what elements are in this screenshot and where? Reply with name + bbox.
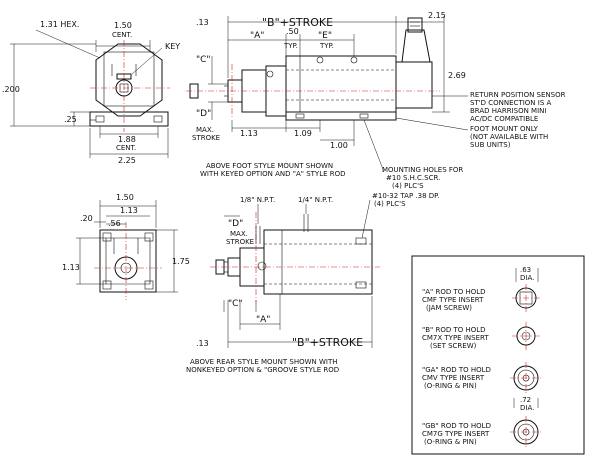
dim-dia2: DIA. <box>520 404 534 412</box>
dim-hex: 1.31 HEX. <box>40 20 79 29</box>
dim-269: 2.69 <box>448 71 466 80</box>
dim-typ2: TYP. <box>319 42 334 50</box>
rod-ga-3: (O-RING & PIN) <box>424 382 477 390</box>
dim-bstroke: STROKE <box>226 238 254 246</box>
top-side-view <box>186 17 440 121</box>
dim-050: .50 <box>286 27 299 36</box>
rod-gb-3: (O-RING & PIN) <box>424 438 477 446</box>
dim-dia1: DIA. <box>520 274 534 282</box>
bottom-end-view <box>94 222 162 300</box>
dim-b150: 1.50 <box>116 193 134 202</box>
note-foot-1: FOOT MOUNT ONLY <box>470 125 539 133</box>
dim-ba: "A" <box>256 315 270 325</box>
dim-150: 1.50 <box>114 21 132 30</box>
dim-max: MAX. <box>196 126 214 134</box>
note-npt14: 1/4" N.P.T. <box>298 196 333 204</box>
rod-b-2: CM7X TYPE INSERT <box>422 334 489 342</box>
label-key: KEY <box>165 42 180 51</box>
dim-d: "D" <box>196 109 211 119</box>
dim-063: .63 <box>520 266 531 274</box>
dim-100: 1.00 <box>330 141 348 150</box>
dim-b113: 1.13 <box>120 206 138 215</box>
note-holes-1: MOUNTING HOLES FOR <box>382 166 463 174</box>
rod-b-3: (SET SCREW) <box>430 342 477 350</box>
rod-gb-2: CM7G TYPE INSERT <box>422 430 490 438</box>
dim-bh175: 1.75 <box>172 257 190 266</box>
note-sensor-4: AC/DC COMPATIBLE <box>470 115 538 123</box>
dim-bmax: MAX. <box>230 230 248 238</box>
dim-e: "E" <box>318 31 332 41</box>
dim-bd: "D" <box>228 219 243 229</box>
bottom-side-view-dimensions: 1/8" N.P.T. 1/4" N.P.T. #10-32 TAP .38 D… <box>186 192 440 374</box>
note-sensor-3: BRAD HARRISON MINI <box>470 107 546 115</box>
dim-200: .200 <box>2 85 20 94</box>
note-holes-3: (4) PLC'S <box>392 182 424 190</box>
note-tap-2: (4) PLC'S <box>374 200 406 208</box>
dim-bh113: 1.13 <box>62 263 80 272</box>
dim-b-bstroke: "B"+STROKE <box>292 336 363 349</box>
rod-ga-2: CMV TYPE INSERT <box>422 374 485 382</box>
rod-options-box: .63 DIA. "A" ROD TO HOLD CMF TYPE INSERT… <box>411 255 585 455</box>
rod-a-2: CMF TYPE INSERT <box>422 296 484 304</box>
rod-gb-1: "GB" ROD TO HOLD <box>422 422 491 430</box>
note-tap-1: #10-32 TAP .38 DP. <box>372 192 440 200</box>
rod-ga: "GA" ROD TO HOLD CMV TYPE INSERT (O-RING… <box>422 362 542 394</box>
note-holes-2: #10 S.H.C.SCR. <box>386 174 440 182</box>
top-side-view-dimensions: .13 "B"+STROKE 2.15 "A" .50 TYP. "E" TYP… <box>192 11 566 190</box>
dim-cent: CENT. <box>112 31 132 39</box>
rod-a-1: "A" ROD TO HOLD <box>422 288 486 296</box>
rod-b-1: "B" ROD TO HOLD <box>422 326 486 334</box>
bottom-side-view <box>210 212 380 302</box>
dim-a: "A" <box>250 31 264 41</box>
note-sensor-1: RETURN POSITION SENSOR <box>470 91 566 99</box>
dim-109: 1.09 <box>294 129 312 138</box>
dim-225: 2.25 <box>118 156 136 165</box>
dim-113: 1.13 <box>240 129 258 138</box>
dim-b056: .56 <box>108 219 121 228</box>
rod-gb: "GB" ROD TO HOLD CM7G TYPE INSERT (O-RIN… <box>422 416 542 448</box>
dim-072: .72 <box>520 396 531 404</box>
top-end-view <box>89 40 170 132</box>
note-foot-3: SUB UNITS) <box>470 141 511 149</box>
note-foot-2: (NOT AVAILABLE WITH <box>470 133 548 141</box>
top-end-view-dimensions: 1.31 HEX. 1.50 CENT. KEY .200 .25 1.88 C… <box>2 20 180 165</box>
dim-typ1: TYP. <box>283 42 298 50</box>
dim-188: 1.88 <box>118 135 136 144</box>
dim-c: "C" <box>196 55 211 65</box>
rod-b: "B" ROD TO HOLD CM7X TYPE INSERT (SET SC… <box>422 322 540 350</box>
dim-b013: .13 <box>196 339 209 348</box>
dim-013: .13 <box>196 18 209 27</box>
rod-ga-1: "GA" ROD TO HOLD <box>422 366 491 374</box>
dim-stroke: STROKE <box>192 134 220 142</box>
rod-a-3: (JAM SCREW) <box>426 304 472 312</box>
dim-bc: "C" <box>228 299 243 309</box>
dim-b-stroke: "B"+STROKE <box>262 16 333 29</box>
caption-top-2: WITH KEYED OPTION AND "A" STYLE ROD <box>200 170 346 178</box>
caption-bottom-2: NONKEYED OPTION & "GROOVE STYLE ROD <box>186 366 339 374</box>
note-npt18: 1/8" N.P.T. <box>240 196 275 204</box>
rod-a: "A" ROD TO HOLD CMF TYPE INSERT (JAM SCR… <box>422 284 540 312</box>
dim-b020: .20 <box>80 214 93 223</box>
caption-bottom-1: ABOVE REAR STYLE MOUNT SHOWN WITH <box>190 358 338 366</box>
bottom-end-view-dimensions: 1.50 1.13 .20 .56 1.13 1.75 <box>62 193 190 293</box>
dim-215: 2.15 <box>428 11 446 20</box>
note-sensor-2: ST'D CONNECTION IS A <box>470 99 551 107</box>
dim-cent2: CENT. <box>116 144 136 152</box>
dim-025: .25 <box>64 115 77 124</box>
caption-top-1: ABOVE FOOT STYLE MOUNT SHOWN <box>206 162 333 170</box>
